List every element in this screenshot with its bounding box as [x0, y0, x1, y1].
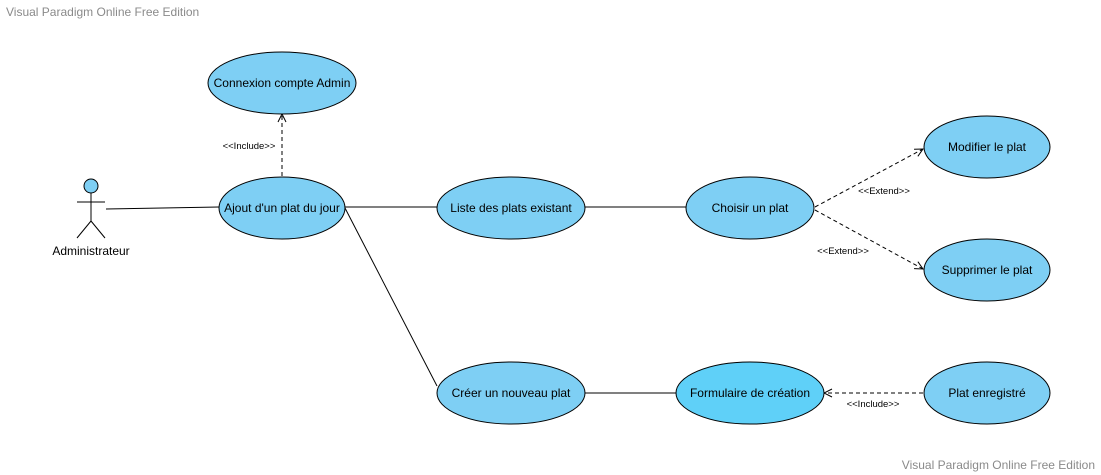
watermark-top: Visual Paradigm Online Free Edition [6, 5, 200, 19]
use-case-connexion-label: Connexion compte Admin [214, 76, 351, 90]
use-case-supprimer-plat-label: Supprimer le plat [942, 263, 1033, 277]
use-case-connexion[interactable]: Connexion compte Admin [207, 51, 357, 115]
use-case-liste-plats[interactable]: Liste des plats existant [436, 176, 586, 240]
stereotype-include-connexion: <<Include>> [223, 141, 276, 152]
stereotype-include-enregistre: <<Include>> [847, 399, 900, 410]
actor-head [83, 178, 99, 194]
use-case-liste-plats-label: Liste des plats existant [450, 201, 572, 215]
actor-label: Administrateur [52, 244, 129, 258]
stereotype-extend-supprimer: <<Extend>> [817, 246, 869, 257]
watermark-bottom: Visual Paradigm Online Free Edition [901, 458, 1095, 472]
use-case-modifier-plat[interactable]: Modifier le plat [923, 115, 1051, 179]
use-case-choisir-plat-label: Choisir un plat [712, 201, 789, 215]
use-case-creer-plat-label: Créer un nouveau plat [452, 386, 571, 400]
use-case-formulaire-creation-label: Formulaire de création [690, 386, 810, 400]
use-case-creer-plat[interactable]: Créer un nouveau plat [436, 361, 586, 425]
use-case-choisir-plat[interactable]: Choisir un plat [685, 176, 815, 240]
association-ajout-creer[interactable] [344, 207, 438, 387]
extend-arrow-modifier[interactable] [814, 149, 923, 208]
use-case-supprimer-plat[interactable]: Supprimer le plat [923, 238, 1051, 302]
stereotype-extend-modifier: <<Extend>> [858, 186, 910, 197]
use-case-formulaire-creation[interactable]: Formulaire de création [675, 361, 825, 425]
use-case-ajout-plat-label: Ajout d'un plat du jour [224, 201, 340, 215]
actor-administrateur[interactable]: Administrateur [52, 178, 130, 258]
association-actor-ajout[interactable] [105, 206, 220, 210]
use-case-plat-enregistre[interactable]: Plat enregistré [923, 361, 1051, 425]
use-case-modifier-plat-label: Modifier le plat [948, 140, 1027, 154]
actor-left-leg [76, 220, 92, 239]
actor-right-leg [90, 220, 106, 239]
use-case-plat-enregistre-label: Plat enregistré [948, 386, 1026, 400]
extend-arrow-supprimer[interactable] [814, 209, 923, 269]
use-case-ajout-plat[interactable]: Ajout d'un plat du jour [218, 176, 346, 240]
